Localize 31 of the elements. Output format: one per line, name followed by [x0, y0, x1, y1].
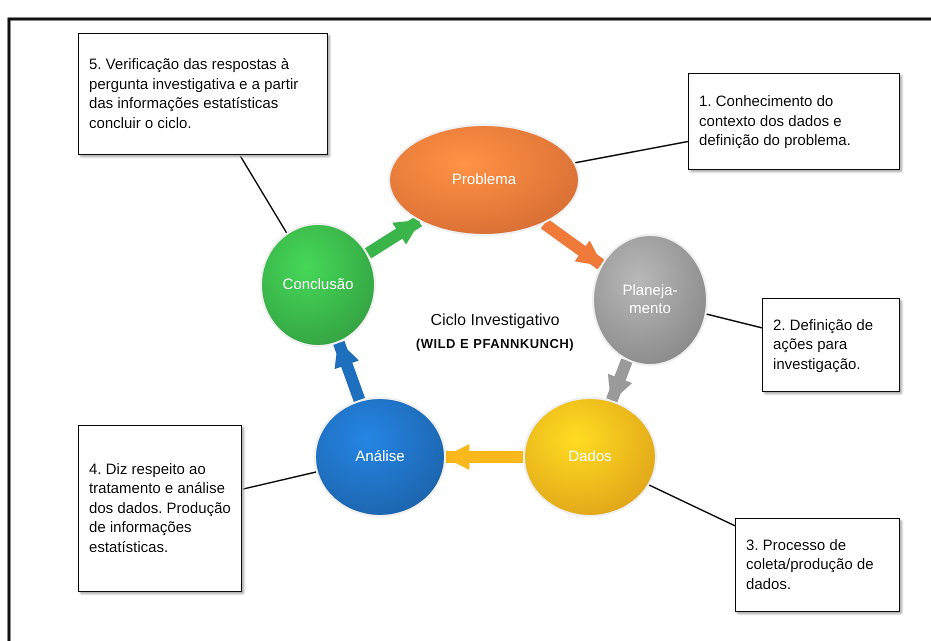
block-arrow [364, 216, 422, 258]
leader-line [242, 471, 316, 490]
stage-name: Dados [567, 448, 613, 466]
stage-ellipse [260, 223, 376, 347]
stage-name: Planeja- mento [621, 282, 679, 318]
leader-line [706, 313, 762, 329]
note-text: 4. Diz respeito ao tratamento e análise dos dados. Produção de informações estatísticas. [89, 460, 231, 558]
stage-name: Análise [354, 448, 406, 466]
block-arrow [540, 218, 605, 270]
note-box [735, 518, 900, 612]
stage-ellipse [314, 397, 446, 517]
note-text: 1. Conhecimento do contexto dos dados e definição do problema. [699, 92, 852, 151]
author-label: (WILD E PFANNKUNCH) [414, 336, 576, 351]
block-arrow [333, 340, 366, 402]
note-box [78, 33, 328, 155]
stage-ellipse [592, 234, 708, 366]
block-arrow [606, 358, 632, 403]
note-text: 3. Processo de coleta/produção de dados. [746, 536, 875, 594]
note-box [762, 298, 900, 392]
note-text: 2. Definição de ações para investigação. [773, 316, 874, 374]
stage-ellipse [388, 124, 580, 236]
note-box [688, 73, 900, 170]
leader-line [575, 140, 688, 164]
stage-name: Conclusão [282, 276, 354, 294]
stage-name: Problema [450, 171, 518, 189]
note-box [78, 425, 242, 592]
stage-ellipse [523, 397, 657, 517]
leader-line [239, 154, 288, 234]
note-text: 5. Verificação das respostas à pergunta investigativa e a partir das informações estatísticas concluir o ciclo. [89, 55, 300, 133]
cycle-title: Ciclo Investigativo [430, 312, 560, 330]
leader-line [648, 484, 736, 527]
